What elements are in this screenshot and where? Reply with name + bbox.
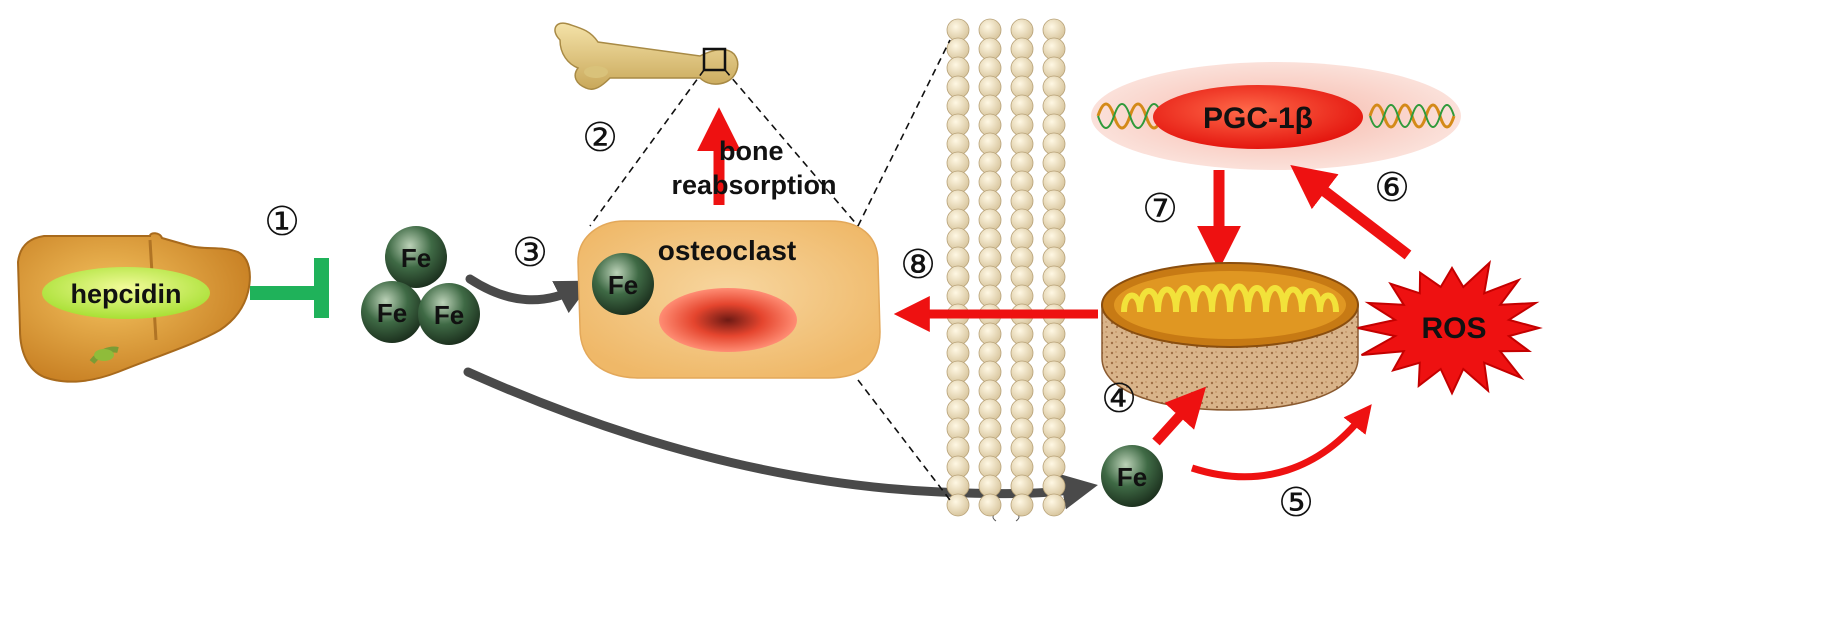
bone-label-line1: bone — [719, 136, 784, 166]
fe-label: Fe — [377, 298, 407, 328]
hepcidin-label: hepcidin — [70, 279, 181, 309]
bone-zoom-box — [702, 47, 727, 72]
lipid-head — [978, 493, 1002, 517]
mitochondria — [1101, 262, 1359, 411]
bone-label-line2: reabsorption — [671, 170, 836, 200]
fe-label: Fe — [1117, 462, 1147, 492]
step-1-marker: ① — [264, 199, 300, 245]
step-5-marker: ⑤ — [1278, 480, 1314, 526]
bone-reabsorption-label: bone reabsorption — [671, 136, 836, 200]
step-3-marker: ③ — [512, 230, 548, 276]
step-8-marker: ⑧ — [900, 242, 936, 288]
pgc1b-group: PGC-1β — [1091, 62, 1461, 170]
pgc-core — [1153, 85, 1363, 149]
step-2-marker: ② — [582, 115, 618, 161]
zoom-line — [857, 39, 951, 227]
cell-membrane — [946, 18, 1066, 522]
fe-particle — [592, 253, 654, 315]
iron-uptake-arrow — [465, 274, 593, 314]
bone-illustration — [554, 22, 739, 90]
fe-particle — [385, 226, 447, 288]
osteoclast-cell: osteoclast Fe — [577, 220, 881, 379]
fe-particle — [1101, 445, 1163, 507]
ros-star — [1357, 260, 1543, 396]
ros-label: ROS — [1421, 312, 1486, 345]
fe-particle — [361, 281, 423, 343]
step-6-marker: ⑥ — [1374, 165, 1410, 211]
zoom-line — [589, 69, 705, 227]
dna-strand-right-2 — [1369, 104, 1455, 128]
fe-particle — [418, 283, 480, 345]
fe-to-ros-arrow — [1190, 404, 1372, 481]
fe-to-mitochondria-arrow — [1152, 386, 1207, 446]
lipid-head — [1042, 493, 1066, 517]
pgc-label: PGC-1β — [1203, 102, 1313, 135]
fe-label: Fe — [434, 300, 464, 330]
step-4-marker: ④ — [1101, 376, 1137, 422]
zoom-line — [857, 379, 951, 501]
inhibition-symbol — [250, 258, 329, 318]
osteoclast-nucleus — [659, 288, 797, 352]
ros-to-pgc-arrow — [1290, 164, 1412, 260]
liver-illustration: hepcidin — [16, 232, 251, 383]
zoom-line — [724, 69, 859, 227]
mitochondria-cristae — [1121, 283, 1339, 313]
step-7-marker: ⑦ — [1142, 186, 1178, 232]
fe-label: Fe — [608, 270, 638, 300]
fe-label: Fe — [401, 243, 431, 273]
iron-cluster: Fe Fe Fe — [361, 226, 480, 345]
osteoclast-label: osteoclast — [658, 235, 797, 266]
hepcidin-ellipse — [42, 267, 210, 319]
lipid-head — [1010, 493, 1034, 517]
ros-burst: ROS — [1357, 260, 1543, 396]
lipid-head — [946, 493, 970, 517]
